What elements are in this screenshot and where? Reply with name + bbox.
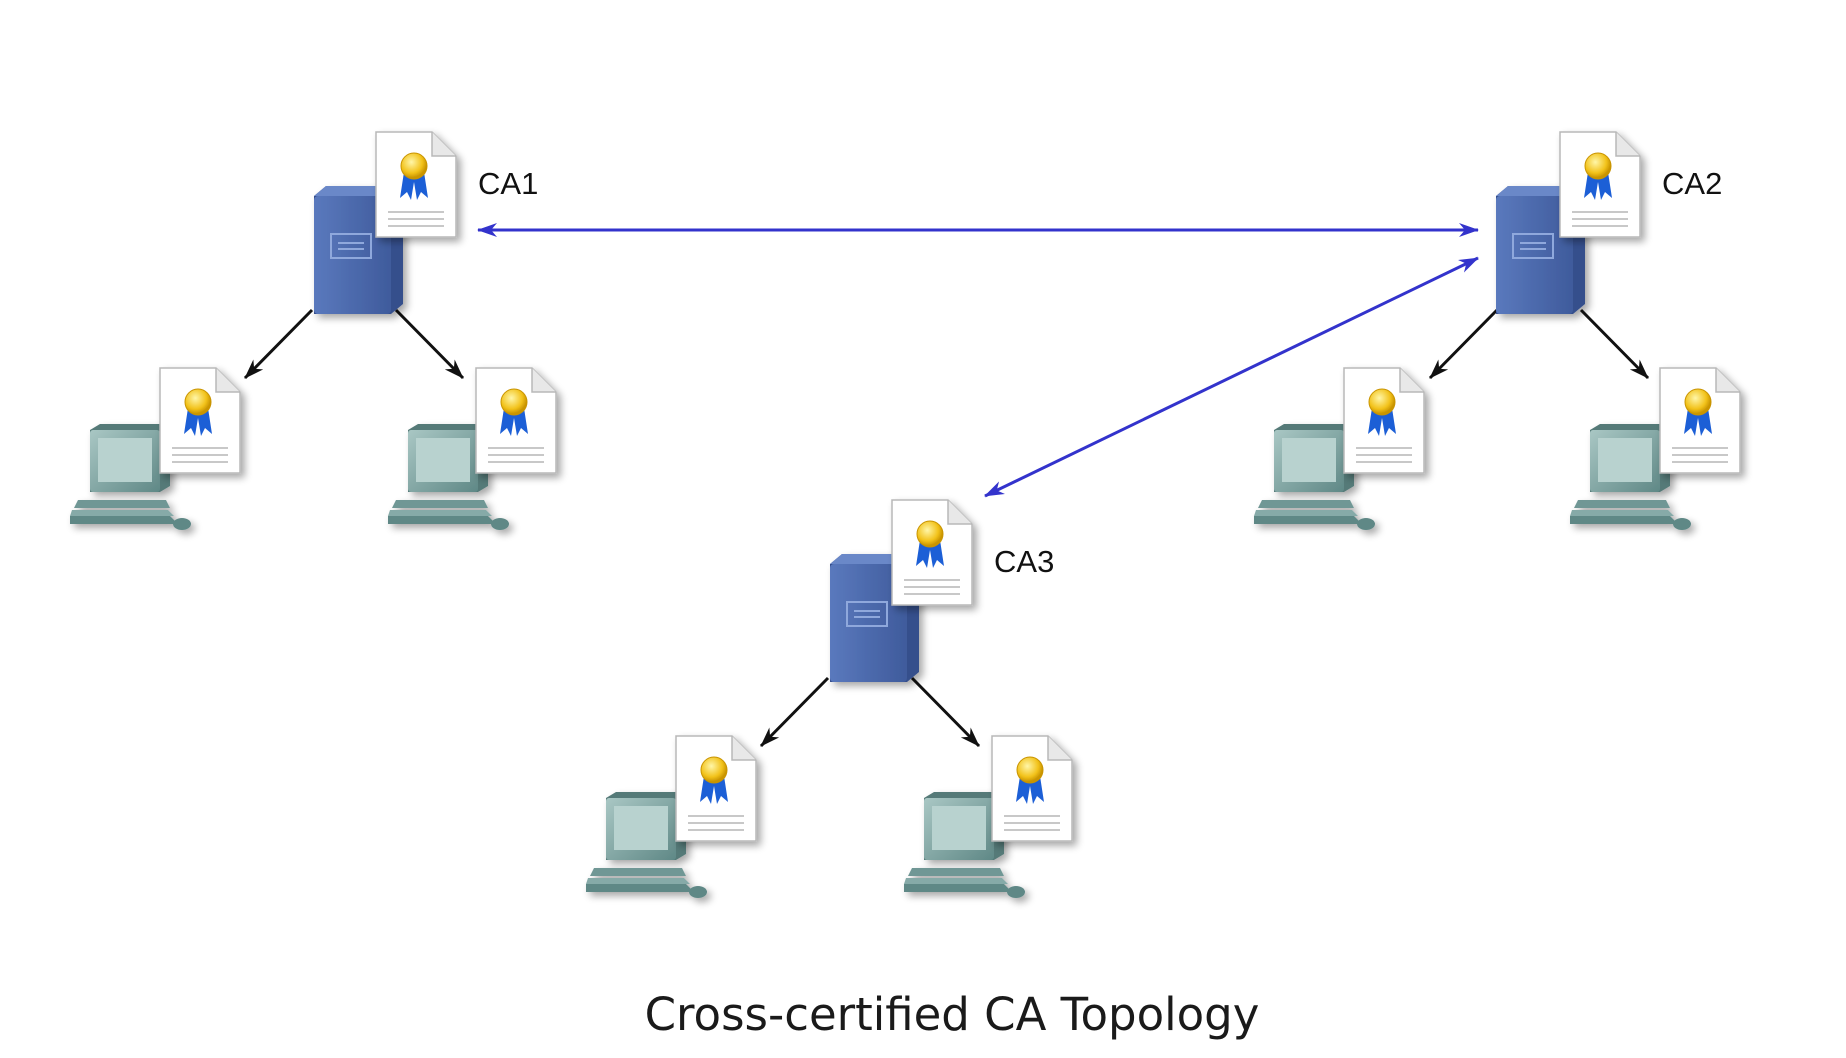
link-ca1-client-2 (394, 308, 465, 380)
ca2-node: CA2 (1495, 131, 1722, 315)
certificate-icon (675, 735, 757, 842)
certificate-icon (475, 367, 557, 474)
certificate-icon (159, 367, 241, 474)
link-ca3-client-2 (910, 676, 981, 748)
cross-link-ca2-ca3 (984, 256, 1479, 498)
certificate-icon (1659, 367, 1741, 474)
workstation-ca1-client-2 (388, 367, 557, 530)
hierarchy-links (243, 308, 1650, 748)
ca3-node: CA3 (829, 499, 1054, 683)
link-ca2-client-1 (1428, 308, 1499, 380)
link-ca3-client-1 (759, 676, 830, 748)
link-ca1-client-1 (243, 308, 314, 380)
certificate-icon (1559, 131, 1641, 238)
workstation-ca3-client-1 (586, 735, 757, 898)
workstation-ca1-client-1 (70, 367, 241, 530)
workstation-ca2-client-2 (1570, 367, 1741, 530)
workstation-ca2-client-1 (1254, 367, 1425, 530)
workstation-ca3-client-2 (904, 735, 1073, 898)
cross-links (477, 223, 1479, 498)
diagram-caption: Cross-certified CA Topology (645, 988, 1260, 1041)
certificate-icon (891, 499, 973, 606)
certificate-icon (991, 735, 1073, 842)
ca1-node: CA1 (313, 131, 538, 315)
certificate-icon (1343, 367, 1425, 474)
ca1-label: CA1 (478, 166, 538, 201)
ca2-label: CA2 (1662, 166, 1722, 201)
ca3-label: CA3 (994, 544, 1054, 579)
link-ca2-client-2 (1579, 308, 1650, 380)
certificate-icon (375, 131, 457, 238)
